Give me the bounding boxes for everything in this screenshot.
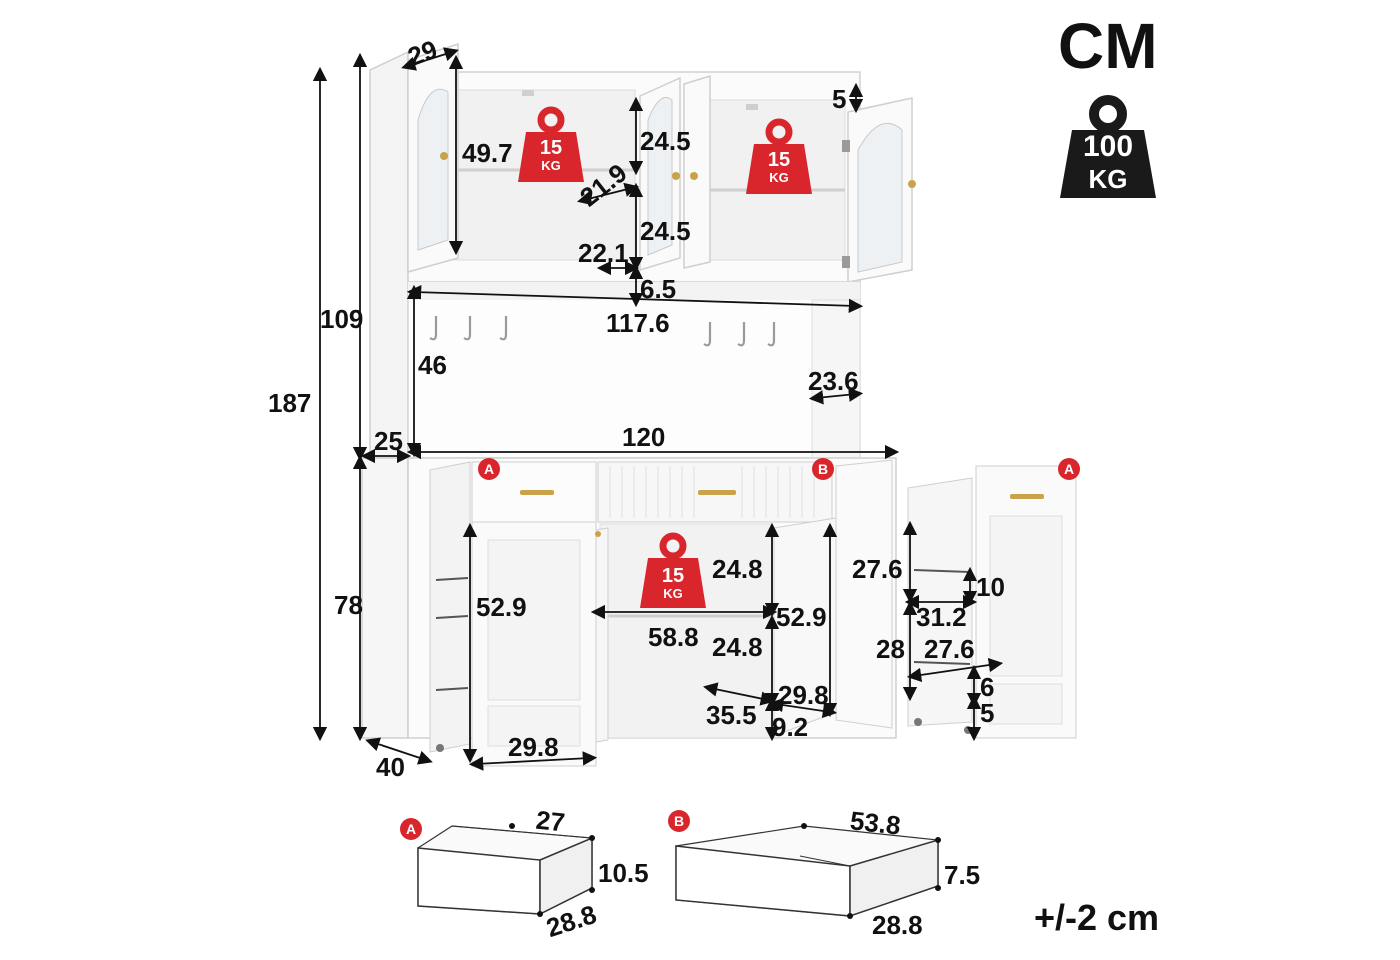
dim-pullout-width: 31.2 <box>916 602 967 632</box>
dim-center-shelf-bottom: 24.8 <box>712 632 763 662</box>
dim-line-hook-rail <box>406 285 864 313</box>
dim-line-upper-depth <box>401 47 459 71</box>
dim-door-width: 29.8 <box>508 732 559 762</box>
total-load-label: 100 KG <box>1082 130 1134 194</box>
dim-glass-door-height: 49.7 <box>462 138 513 168</box>
dim-pullout-height-top: 27.6 <box>852 554 903 584</box>
drawer-b-diagram <box>675 823 941 919</box>
glass-door-center-left <box>639 76 681 272</box>
dim-depth-base: 40 <box>376 752 405 782</box>
dim-line-pullout-depth <box>906 657 1004 683</box>
dim-drawer-a-height: 10.5 <box>598 858 649 888</box>
drawer-a-diagram <box>417 823 595 917</box>
dim-center-floor-width: 35.5 <box>706 700 757 730</box>
drawer-a-diagram-badge: A <box>400 818 422 840</box>
dim-line-center-depth <box>768 697 838 719</box>
dim-line-center-floor <box>702 682 776 706</box>
dim-total-width: 120 <box>622 422 666 452</box>
dim-line-side-depth <box>808 387 864 405</box>
glass-door-left <box>407 42 459 273</box>
dim-upper-depth-mid: 25 <box>374 426 403 456</box>
dim-drawer-b-depth: 28.8 <box>872 910 923 940</box>
dim-drawer-a-width: 27 <box>534 804 567 838</box>
drawer-a-badge-right: A <box>1058 458 1080 480</box>
weight-label-upper-left: 15 KG <box>539 137 563 173</box>
dim-center-depth: 29.8 <box>778 680 829 710</box>
tolerance-label: +/-2 cm <box>1034 897 1160 938</box>
dim-upper-shelf-bottom: 24.5 <box>640 216 691 246</box>
dim-drawer-b-width: 53.8 <box>848 805 903 841</box>
dim-pullout-base-1: 6 <box>980 672 995 702</box>
dim-line-depth-base <box>365 737 433 765</box>
dim-open-area-height: 46 <box>418 350 447 380</box>
dim-hook-rail-width: 117.6 <box>606 308 670 338</box>
weight-badge-base <box>640 532 706 608</box>
dim-side-panel-depth: 23.6 <box>808 366 859 396</box>
dim-door-height: 52.9 <box>476 592 527 622</box>
dim-pullout-gap: 10 <box>976 572 1005 602</box>
dim-pullout-height-bottom: 28 <box>876 634 905 664</box>
dimension-lines <box>312 47 1004 771</box>
weight-label-upper-right: 15 KG <box>767 149 791 185</box>
weight-badge-upper-left <box>518 106 584 182</box>
left-side-panel <box>361 50 409 739</box>
glass-door-right <box>842 97 916 283</box>
dim-pullout-depth: 27.6 <box>924 634 975 664</box>
dim-drawer-b-height: 7.5 <box>944 860 981 890</box>
dim-center-shelf-top: 24.8 <box>712 554 763 584</box>
drawer-b-badge: B <box>812 458 834 480</box>
dim-lower-height: 78 <box>334 590 363 620</box>
dim-pullout-base-2: 5 <box>980 698 995 728</box>
dim-center-height: 52.9 <box>776 602 827 632</box>
dim-center-floor-height: 9.2 <box>772 712 809 742</box>
dim-line-door-width <box>468 751 598 771</box>
dim-line-shelf-depth <box>577 182 639 206</box>
dim-top-gap: 5 <box>832 84 847 114</box>
dim-upper-gap: 6.5 <box>640 274 677 304</box>
dim-upper-shelf-top: 24.5 <box>640 126 691 156</box>
dim-upper-inner-depth: 22.1 <box>578 238 629 268</box>
unit-label: CM <box>1058 10 1158 82</box>
dim-center-width: 58.8 <box>648 622 699 652</box>
weight-badge-upper-right <box>746 118 812 194</box>
dim-total-height: 187 <box>268 388 312 418</box>
drawer-b-diagram-badge: B <box>668 810 690 832</box>
dim-upper-height: 109 <box>320 304 364 334</box>
drawer-a-badge-left: A <box>478 458 500 480</box>
weight-label-base: 15 KG <box>661 565 685 601</box>
total-load-icon <box>1060 95 1156 198</box>
glass-door-center-right <box>683 74 711 269</box>
